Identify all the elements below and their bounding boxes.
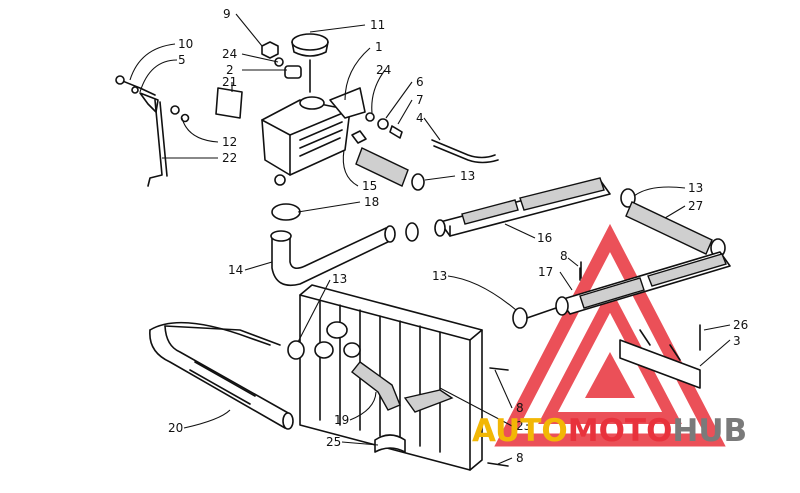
short-hose-15 (355, 147, 425, 191)
elbow-hose-14 (270, 225, 396, 287)
callout-9: 9 (223, 7, 231, 21)
callout-22: 22 (222, 151, 237, 165)
radiator-fittings (314, 321, 361, 359)
watermark-moto: MOTO (568, 413, 673, 449)
callout-8c: 8 (516, 451, 524, 465)
support-rod-assembly (115, 75, 190, 187)
callout-12: 12 (222, 135, 237, 149)
callout-26: 26 (733, 318, 748, 332)
support-bracket-3 (619, 324, 701, 389)
bleed-screws (487, 261, 582, 467)
callout-16: 16 (537, 231, 552, 245)
watermark-text: AUTOMOTOHUB (472, 413, 747, 449)
callout-24b: 24 (376, 63, 391, 77)
callout-8b: 8 (516, 401, 524, 415)
hose-19 (351, 361, 401, 411)
hose-clamp-b (512, 307, 528, 329)
watermark-auto: AUTO (472, 413, 568, 449)
hose-clamp-c (287, 340, 305, 360)
decal-label (215, 87, 243, 119)
callout-4: 4 (416, 111, 424, 125)
heat-exchanger-lower (555, 251, 731, 316)
callout-7: 7 (416, 93, 424, 107)
callout-13c: 13 (432, 269, 447, 283)
mounting-hardware (261, 41, 302, 79)
callout-18: 18 (364, 195, 379, 209)
long-hose-20 (149, 321, 294, 430)
pipe-link (526, 307, 557, 319)
callout-5: 5 (178, 53, 186, 67)
tank-fasteners (365, 112, 403, 139)
callout-13a: 13 (460, 169, 475, 183)
callout-27: 27 (688, 199, 703, 213)
hose-27-assembly (620, 188, 726, 258)
radiator-cap (291, 33, 329, 93)
callout-24a: 24 (222, 47, 237, 61)
hose-clamp-18 (271, 203, 301, 221)
callout-2: 2 (226, 63, 234, 77)
clamp-25 (374, 434, 406, 453)
callout-14: 14 (228, 263, 243, 277)
callout-11: 11 (370, 18, 385, 32)
callout-13b: 13 (688, 181, 703, 195)
callout-3: 3 (733, 334, 741, 348)
callout-25: 25 (326, 435, 341, 449)
watermark-hub: HUB (672, 413, 747, 449)
hose-stub (403, 389, 454, 413)
callout-19: 19 (334, 413, 349, 427)
callout-17: 17 (538, 265, 553, 279)
hose-clamp-a (405, 222, 419, 242)
overflow-tube (431, 139, 496, 159)
callout-10: 10 (178, 37, 193, 51)
callout-6: 6 (416, 75, 424, 89)
heat-exchanger-upper (434, 177, 611, 237)
callout-8a: 8 (560, 249, 568, 263)
callout-23: 23 (516, 419, 531, 433)
callout-21: 21 (222, 75, 237, 89)
callout-13d: 13 (332, 272, 347, 286)
callout-1: 1 (375, 40, 383, 54)
callout-numbers: 10 5 9 24 2 21 11 1 24 6 7 4 12 22 15 13… (168, 7, 748, 465)
coolant-reservoir-tank (261, 87, 367, 186)
callout-15: 15 (362, 179, 377, 193)
callout-leaders (129, 13, 731, 465)
callout-20: 20 (168, 421, 183, 435)
